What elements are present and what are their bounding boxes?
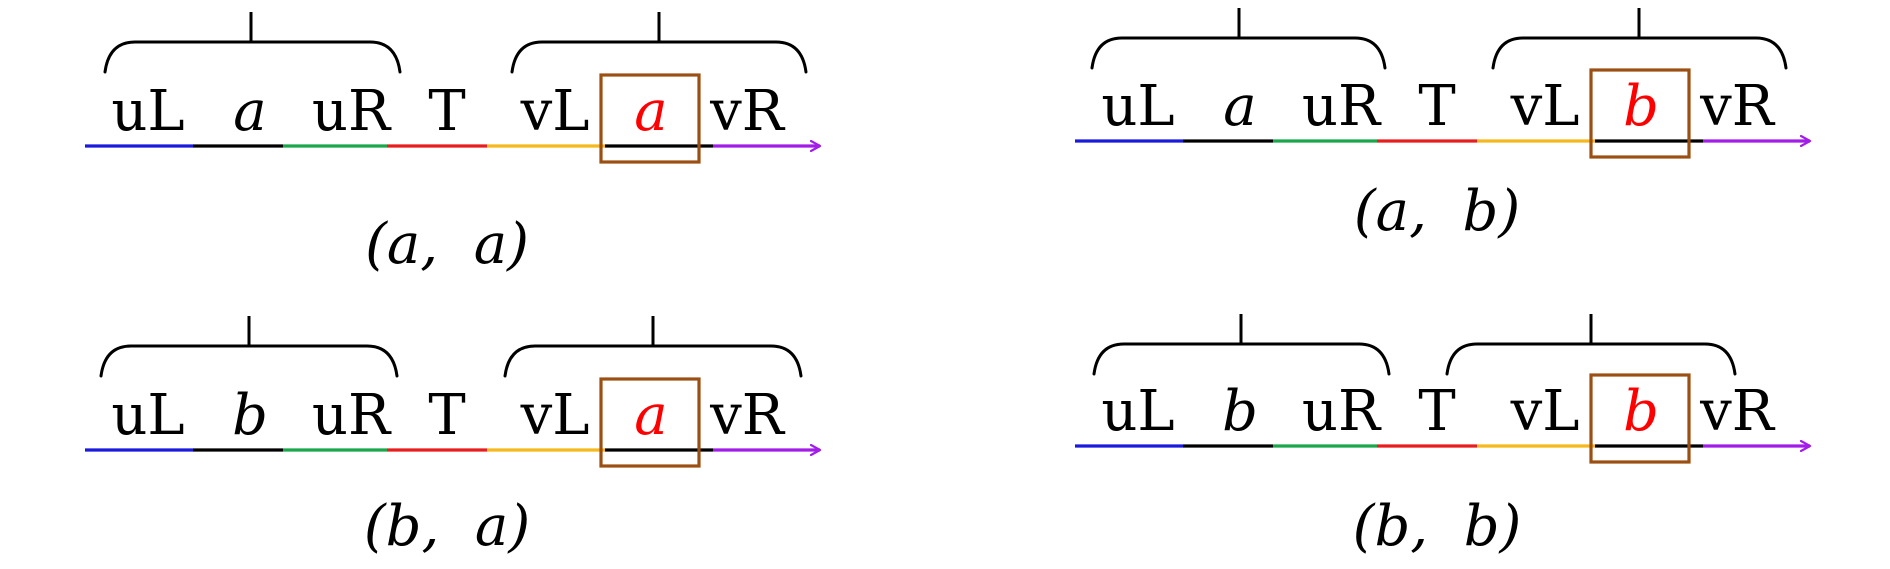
highlighted-letter-label: b xyxy=(1623,379,1659,444)
grouping-brace-2 xyxy=(503,344,803,378)
uR-label: uR xyxy=(1302,74,1382,139)
left-letter-label: a xyxy=(233,79,266,144)
panel-caption: (b, b) xyxy=(1353,494,1522,559)
highlighted-letter-label: a xyxy=(634,79,667,144)
T-label: T xyxy=(428,383,465,448)
vR-label: vR xyxy=(1699,379,1776,444)
highlighted-letter-label: b xyxy=(1623,74,1659,139)
uR-label: uR xyxy=(1302,379,1382,444)
highlight-box xyxy=(1589,373,1691,464)
highlight-box xyxy=(1589,68,1691,159)
grouping-brace-1 xyxy=(1092,342,1391,376)
left-letter-label: a xyxy=(1223,74,1256,139)
grouping-brace-2 xyxy=(510,40,808,74)
grouping-brace-2 xyxy=(1445,342,1737,376)
vL-label: vL xyxy=(1510,379,1580,444)
grouping-brace-2 xyxy=(1491,36,1788,70)
T-label: T xyxy=(1418,74,1455,139)
grouping-brace-1 xyxy=(103,40,402,74)
uR-label: uR xyxy=(312,79,392,144)
vL-label: vL xyxy=(1510,74,1580,139)
uL-label: uL xyxy=(111,383,184,448)
uR-label: uR xyxy=(312,383,392,448)
panel-caption: (a, a) xyxy=(365,212,529,277)
highlight-box xyxy=(599,377,701,468)
highlighted-letter-label: a xyxy=(634,383,667,448)
grouping-brace-1 xyxy=(1090,36,1387,70)
T-label: T xyxy=(1418,379,1455,444)
grouping-brace-1 xyxy=(99,344,399,378)
panel-caption: (b, a) xyxy=(364,494,530,559)
vR-label: vR xyxy=(709,383,786,448)
vR-label: vR xyxy=(1699,74,1776,139)
T-label: T xyxy=(428,79,465,144)
left-letter-label: b xyxy=(232,383,268,448)
vL-label: vL xyxy=(520,79,590,144)
vL-label: vL xyxy=(520,383,590,448)
panel-caption: (a, b) xyxy=(1354,179,1520,244)
uL-label: uL xyxy=(1101,379,1174,444)
uL-label: uL xyxy=(1101,74,1174,139)
uL-label: uL xyxy=(111,79,184,144)
left-letter-label: b xyxy=(1222,379,1258,444)
highlight-box xyxy=(599,73,701,164)
vR-label: vR xyxy=(709,79,786,144)
